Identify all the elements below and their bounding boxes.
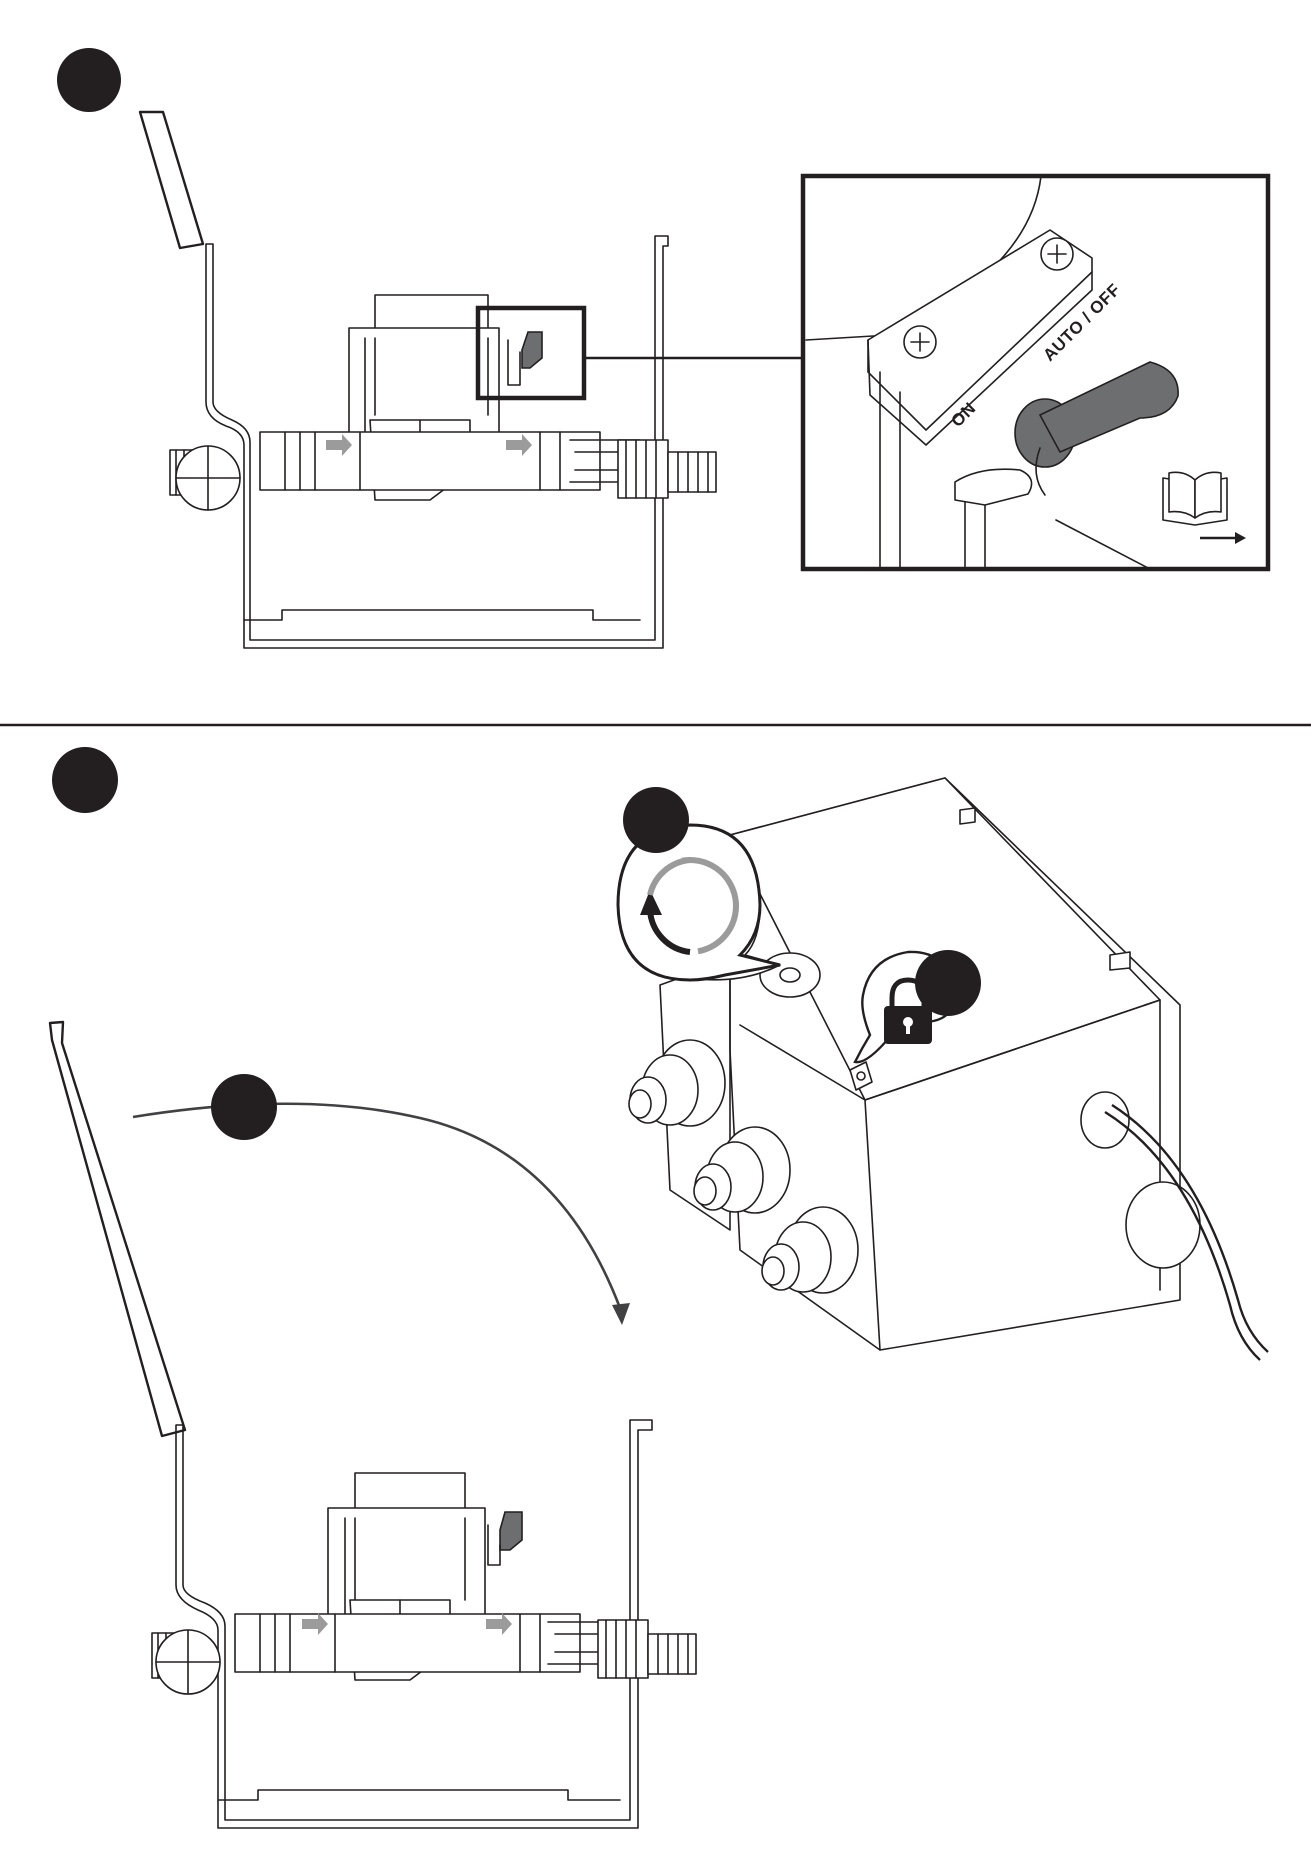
- pump-assembly-bottom: [152, 1420, 696, 1828]
- screw-icon: [904, 326, 936, 358]
- pump-assembly-top: [140, 112, 716, 648]
- step-2-badge-icon: [52, 747, 118, 813]
- step-2a-badge-icon: [623, 787, 689, 853]
- step-1-badge-icon: [57, 48, 121, 112]
- fitting: [694, 1127, 790, 1213]
- step-2b-badge-icon: [915, 950, 981, 1016]
- manual-book-icon: [1163, 472, 1227, 525]
- step-2c-badge-icon: [211, 1074, 277, 1140]
- tank-lid: [50, 1022, 185, 1436]
- fitting: [629, 1040, 725, 1126]
- curved-arrow-icon: [133, 1104, 630, 1325]
- switch-inset: AUTO / OFF ON: [803, 176, 1268, 569]
- screw-icon: [1041, 238, 1073, 270]
